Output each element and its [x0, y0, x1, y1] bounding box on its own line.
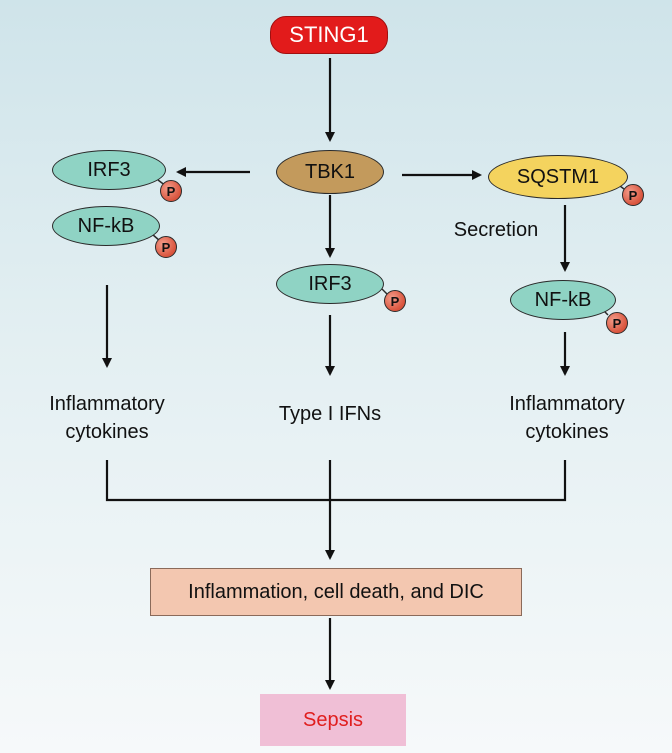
tbk1-node: TBK1: [276, 150, 384, 194]
sepsis-outcome-box: Sepsis: [260, 694, 406, 746]
irf3-center-label: IRF3: [308, 272, 352, 295]
dic-outcome-box: Inflammation, cell death, and DIC: [150, 568, 522, 616]
tbk1-label: TBK1: [304, 160, 356, 183]
converge-line: [105, 460, 567, 502]
phosphate-icon: P: [160, 180, 182, 202]
secretion-label: Secretion: [453, 219, 539, 241]
sqstm1-node: SQSTM1: [488, 155, 628, 199]
nfkb-right-label: NF-kB: [534, 288, 592, 311]
irf3-center-node: IRF3: [276, 264, 384, 304]
phosphate-icon: P: [622, 184, 644, 206]
nfkb-left-label: NF-kB: [77, 214, 135, 237]
phosphate-icon: P: [384, 290, 406, 312]
phosphate-icon: P: [155, 236, 177, 258]
inflammatory-cytokines-left: Inflammatory cytokines: [22, 390, 192, 446]
nfkb-right-node: NF-kB: [510, 280, 616, 320]
irf3-left-node: IRF3: [52, 150, 166, 190]
irf3-left-label: IRF3: [87, 158, 131, 181]
inflammatory-cytokines-right: Inflammatory cytokines: [482, 390, 652, 446]
type-i-ifns-label: Type I IFNs: [278, 403, 382, 425]
sqstm1-label: SQSTM1: [516, 165, 600, 188]
inflammatory-left-line1: Inflammatory: [49, 393, 165, 415]
sting1-node: STING1: [270, 16, 388, 54]
sting1-label: STING1: [289, 22, 369, 47]
inflammatory-right-line1: Inflammatory: [509, 393, 625, 415]
nfkb-left-node: NF-kB: [52, 206, 160, 246]
inflammatory-left-line2: cytokines: [65, 421, 149, 443]
phosphate-icon: P: [606, 312, 628, 334]
inflammatory-right-line2: cytokines: [525, 421, 609, 443]
